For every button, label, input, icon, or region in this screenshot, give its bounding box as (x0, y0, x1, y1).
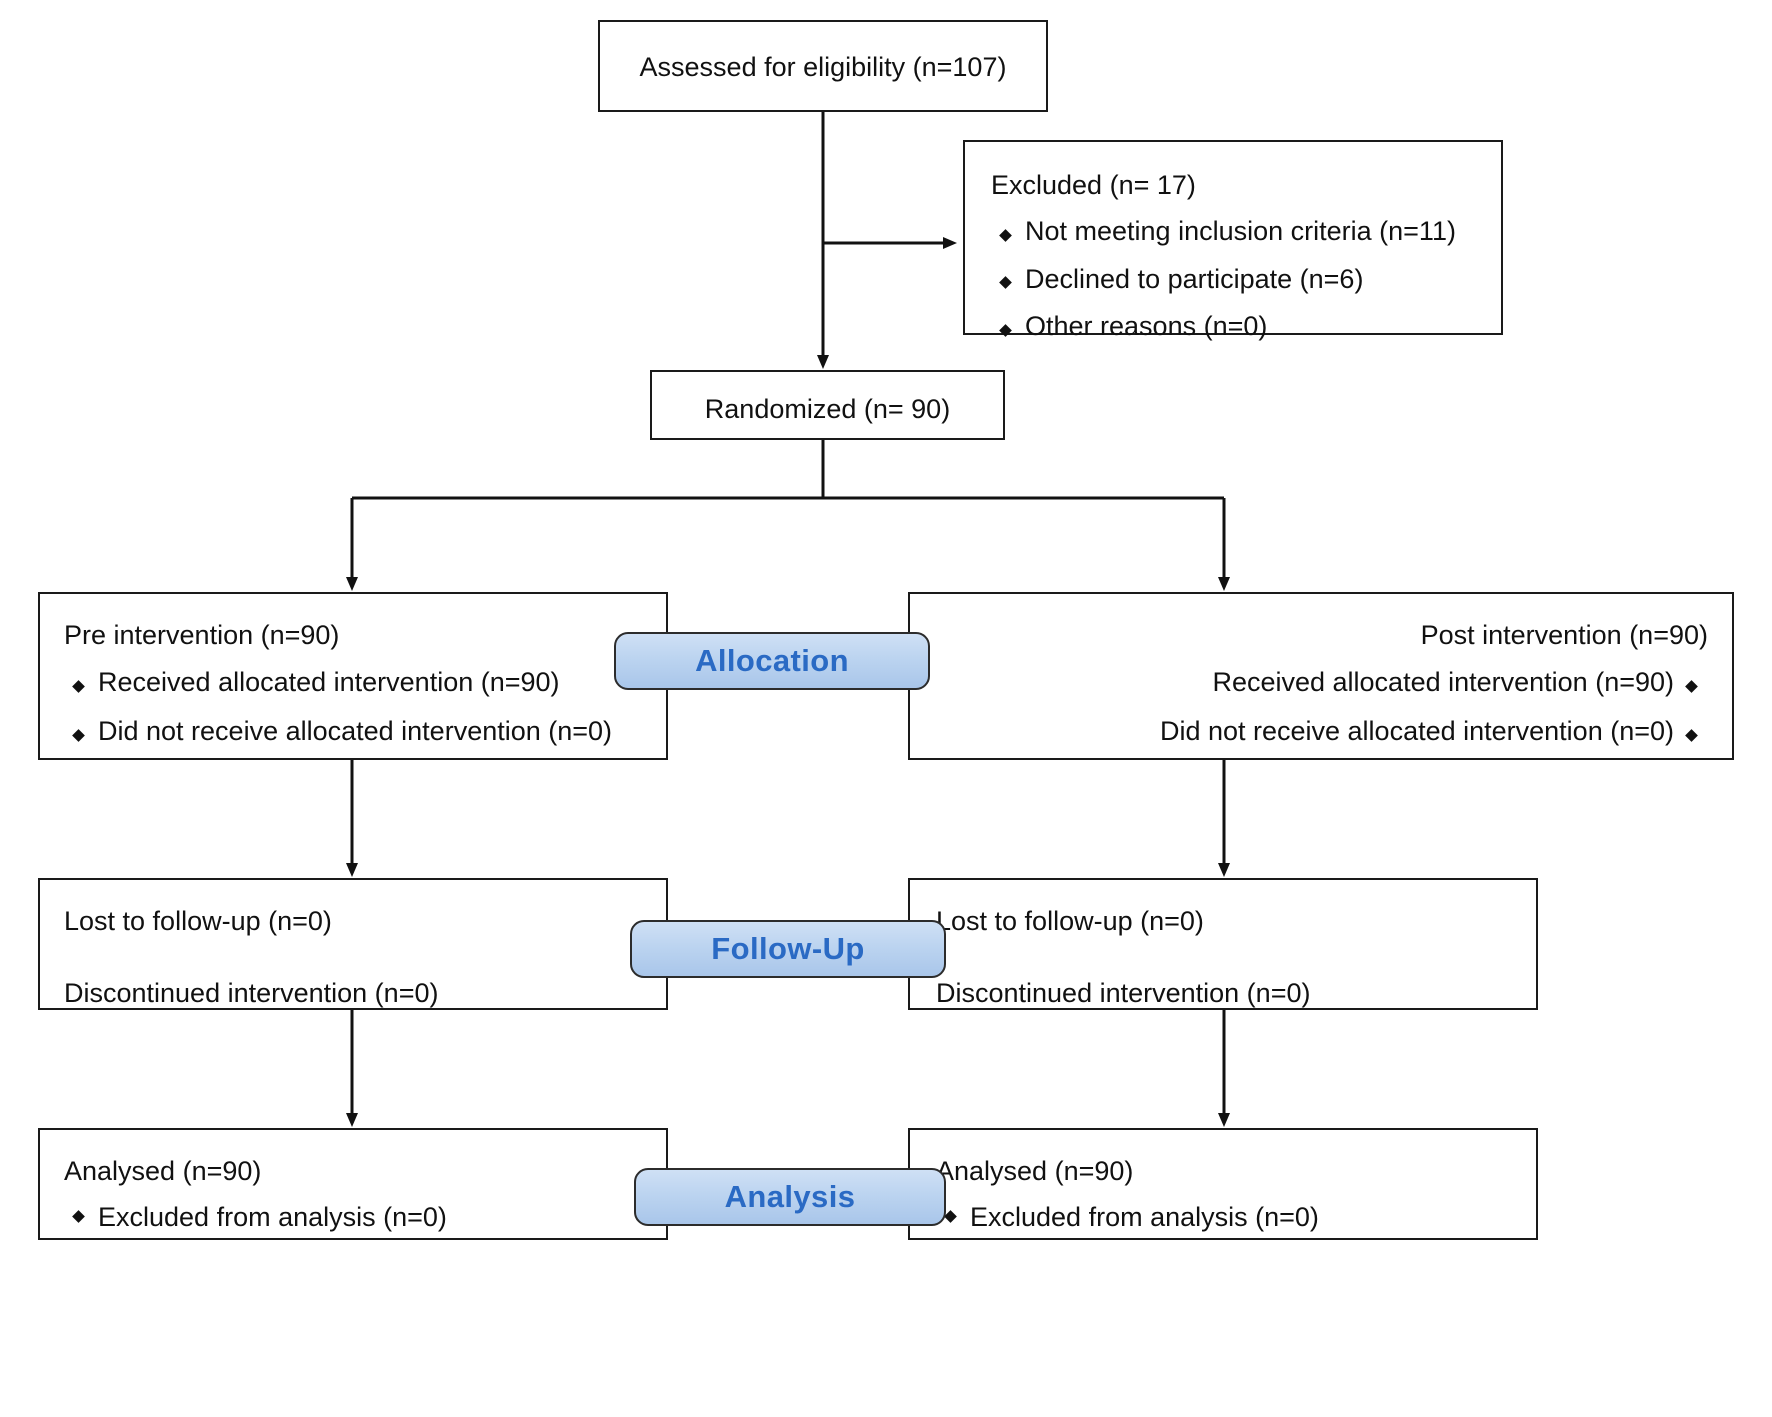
allocation-right-title: Post intervention (n=90) (1420, 620, 1708, 650)
list-item: Received allocated intervention (n=90) (64, 663, 666, 711)
randomized-title: Randomized (n= 90) (704, 394, 951, 424)
excluded-title: Excluded (n= 17) (991, 170, 1196, 200)
box-allocation-right: Post intervention (n=90) Received alloca… (908, 592, 1734, 760)
allocation-right-item-text: Did not receive allocated intervention (… (1159, 715, 1674, 746)
analysis-left-item-text: Excluded from analysis (n=0) (98, 1202, 447, 1233)
box-analysis-right: Analysed (n=90) Excluded from analysis (… (908, 1128, 1538, 1240)
box-followup-left: Lost to follow-up (n=0) Discontinued int… (38, 878, 668, 1010)
allocation-left-item-text: Received allocated intervention (n=90) (98, 667, 560, 698)
list-item: Not meeting inclusion criteria (n=11) (991, 212, 1501, 259)
followup-left-discontinued: Discontinued intervention (n=0) (64, 978, 439, 1009)
diamond-bullet-icon (1685, 680, 1698, 694)
list-item: Excluded from analysis (n=0) (936, 1198, 1536, 1236)
stage-banner-analysis: Analysis (634, 1168, 946, 1226)
followup-right-lost: Lost to follow-up (n=0) (936, 906, 1204, 936)
followup-left-lost: Lost to follow-up (n=0) (64, 906, 332, 936)
diamond-bullet-icon (72, 1210, 85, 1224)
stage-banner-followup: Follow-Up (630, 920, 946, 978)
allocation-left-title: Pre intervention (n=90) (64, 620, 340, 650)
assessed-title: Assessed for eligibility (n=107) (639, 52, 1007, 82)
stage-banner-allocation: Allocation (614, 632, 930, 690)
list-item: Declined to participate (n=6) (991, 260, 1501, 307)
allocation-right-list: Received allocated intervention (n=90) D… (910, 663, 1708, 760)
analysis-right-list: Excluded from analysis (n=0) (936, 1198, 1536, 1236)
list-item: Received allocated intervention (n=90) (910, 663, 1708, 711)
diamond-bullet-icon (72, 680, 85, 694)
allocation-left-list: Received allocated intervention (n=90) D… (64, 663, 666, 760)
spacer (936, 940, 1536, 974)
excluded-reason-text: Declined to participate (n=6) (1025, 263, 1364, 294)
followup-right-discontinued: Discontinued intervention (n=0) (936, 978, 1311, 1009)
diamond-bullet-icon (72, 728, 85, 742)
diamond-bullet-icon (944, 1210, 957, 1224)
box-analysis-left: Analysed (n=90) Excluded from analysis (… (38, 1128, 668, 1240)
diamond-bullet-icon (999, 323, 1012, 337)
list-item: Did not receive allocated intervention (… (64, 712, 666, 760)
allocation-right-item-text: Received allocated intervention (n=90) (1212, 667, 1674, 698)
list-item: Other reasons (n=0) (991, 307, 1501, 354)
excluded-reason-text: Other reasons (n=0) (1025, 310, 1268, 341)
list-item: Did not receive allocated intervention (… (910, 712, 1708, 760)
list-item: Excluded from analysis (n=0) (64, 1198, 666, 1236)
excluded-reason-list: Not meeting inclusion criteria (n=11) De… (991, 212, 1501, 354)
box-randomized: Randomized (n= 90) (650, 370, 1005, 440)
diamond-bullet-icon (1685, 728, 1698, 742)
analysis-left-list: Excluded from analysis (n=0) (64, 1198, 666, 1236)
excluded-reason-text: Not meeting inclusion criteria (n=11) (1025, 216, 1456, 247)
box-allocation-left: Pre intervention (n=90) Received allocat… (38, 592, 668, 760)
box-excluded: Excluded (n= 17) Not meeting inclusion c… (963, 140, 1503, 341)
analysis-right-title: Analysed (n=90) (936, 1156, 1134, 1186)
allocation-left-item-text: Did not receive allocated intervention (… (98, 715, 613, 746)
analysis-right-item-text: Excluded from analysis (n=0) (970, 1202, 1319, 1233)
box-followup-right: Lost to follow-up (n=0) Discontinued int… (908, 878, 1538, 1010)
diamond-bullet-icon (999, 276, 1012, 290)
box-assessed-for-eligibility: Assessed for eligibility (n=107) (598, 20, 1048, 112)
analysis-left-title: Analysed (n=90) (64, 1156, 262, 1186)
spacer (64, 940, 666, 974)
diamond-bullet-icon (999, 229, 1012, 242)
